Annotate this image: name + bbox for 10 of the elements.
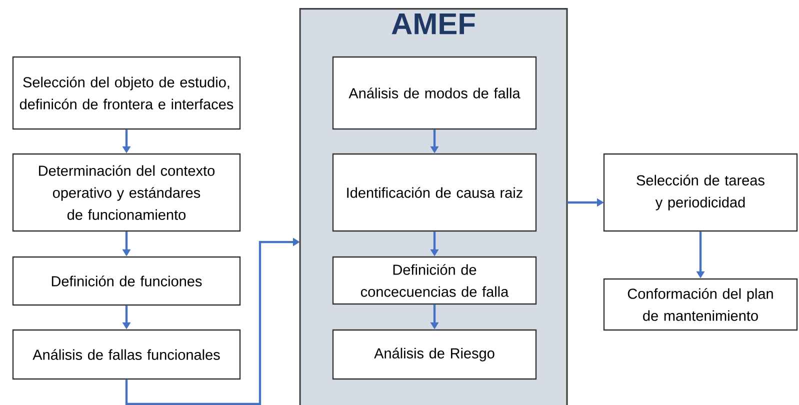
- process-box: Conformación del plan de mantenimiento: [603, 278, 798, 331]
- process-box: Análisis de Riesgo: [332, 329, 537, 380]
- process-box: Definición de concecuencias de falla: [332, 256, 537, 305]
- process-box: Identificación de causa raiz: [332, 153, 537, 232]
- process-box: Selección de tareas y periodicidad: [603, 153, 798, 232]
- process-box: Selección del objeto de estudio, definicón de frontera e interfaces: [12, 56, 241, 130]
- process-box: Definición de funciones: [12, 256, 241, 306]
- process-box: Determinación del contexto operativo y estándares de funcionamiento: [12, 153, 241, 232]
- process-box: Análisis de fallas funcionales: [12, 329, 241, 380]
- process-box: Análisis de modos de falla: [332, 56, 537, 130]
